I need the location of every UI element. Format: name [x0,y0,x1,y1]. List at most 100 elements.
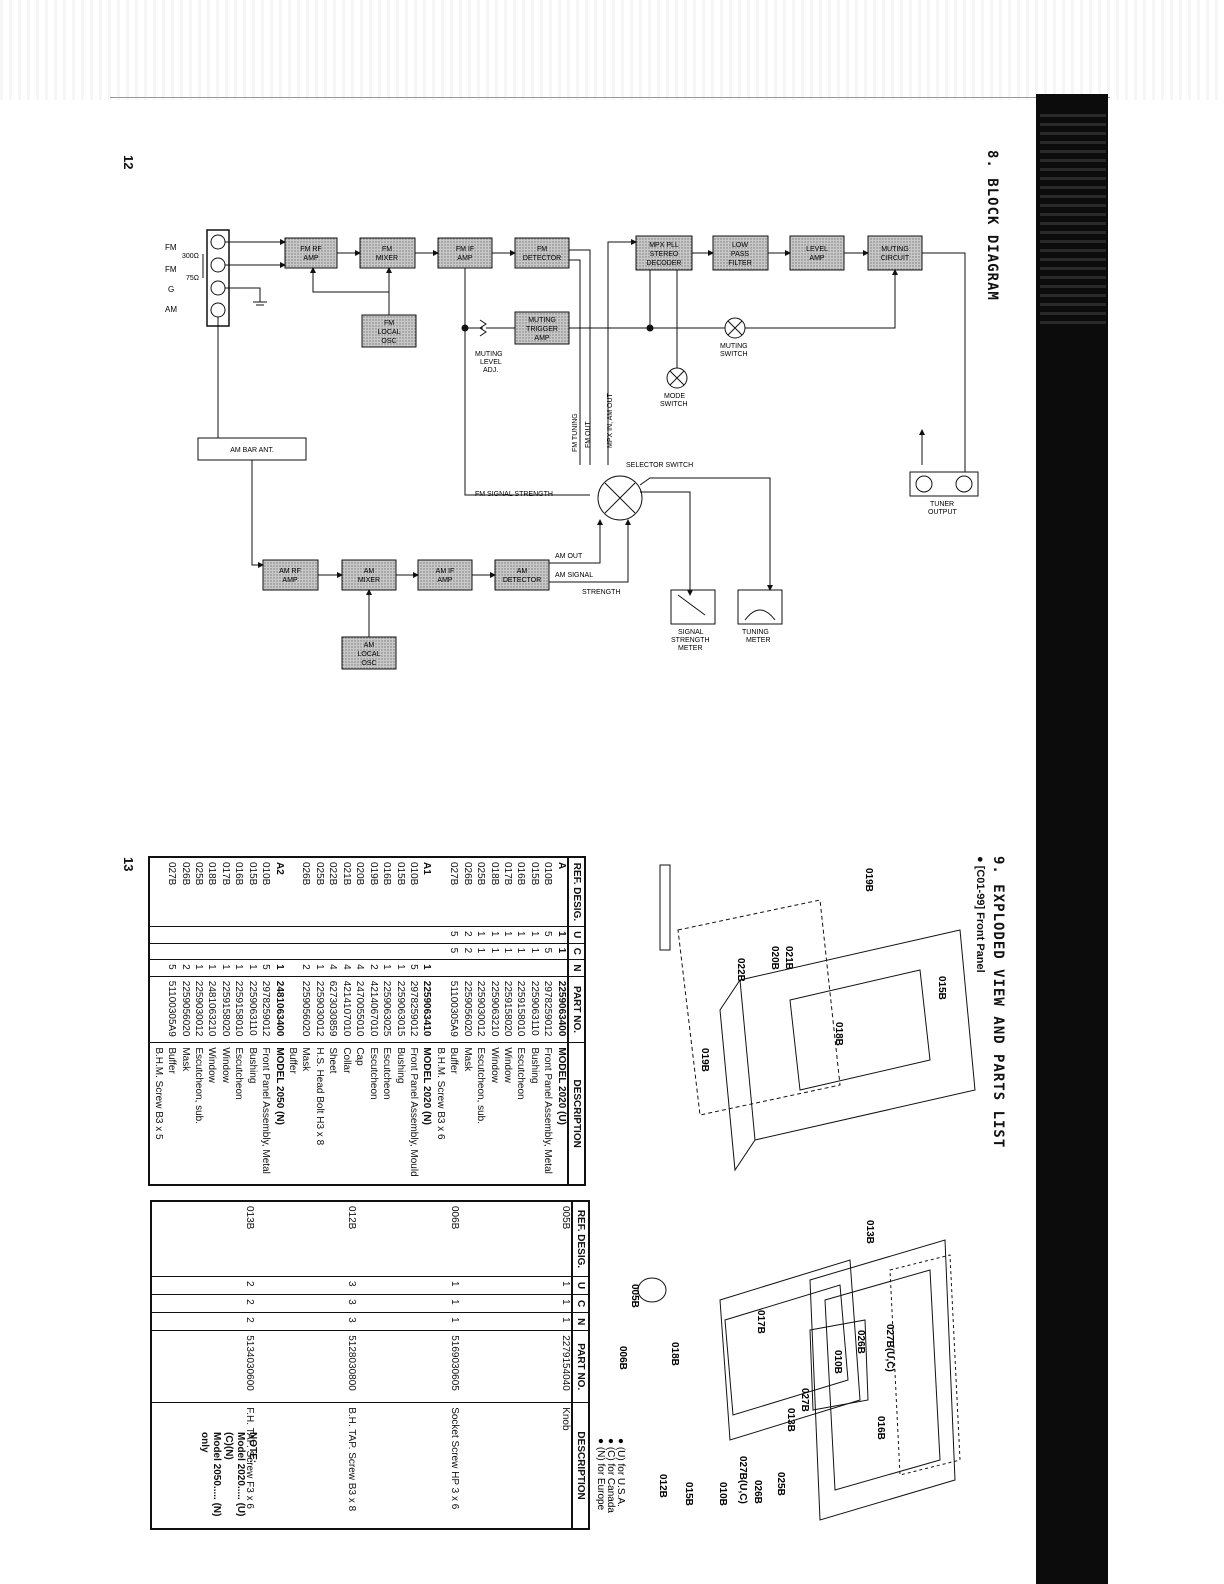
cell-c: 1 [357,1294,460,1313]
svg-text:LOW: LOW [732,242,748,249]
cell-c: 1 [513,943,527,960]
cell-desc: Mask [179,1047,191,1072]
label-tuning-meter-1: TUNING [742,629,769,636]
cell-part: 2259158010 [230,976,245,1043]
svg-text:LEVEL: LEVEL [806,246,828,253]
cell-ref: 026B [298,858,312,927]
cell-u [338,926,352,944]
label-am-signal: AM SIGNAL [555,572,593,579]
cell-c: 1 [460,1294,572,1313]
col-u: U [572,1276,588,1295]
callout-027b: 027B [799,1388,810,1412]
cell-u [163,926,178,944]
svg-text:DECODER: DECODER [646,260,681,267]
svg-text:FILTER: FILTER [728,260,752,267]
svg-text:DETECTOR: DETECTOR [523,255,561,262]
cell-c [244,943,258,960]
svg-text:AM: AM [517,568,528,575]
cell-c [311,943,325,960]
table-row: B.H.M. Screw B3 x 5 [150,858,164,1184]
callout-010b-2: 010B [717,1482,728,1506]
cell-ref: 026B [459,858,473,927]
cell-c: 5 [539,943,554,960]
cell-desc: Mask [461,1047,473,1072]
brand-side-bar [1036,94,1108,1584]
cell-desc: Collar [340,1047,352,1074]
cell-c [271,943,285,960]
col-n: N [568,959,584,977]
cell-ref: 026B [177,858,191,927]
cell-desc: H.S. Head Bolt H3 x 8 [313,1047,325,1146]
cell-ref: 016B [378,858,393,927]
cell-n: 2 [298,959,312,977]
svg-text:MPX PLL: MPX PLL [649,242,679,249]
svg-text:AM IF: AM IF [436,568,455,575]
cell-u: 5 [539,926,554,944]
svg-text:AMP: AMP [534,335,550,342]
cell-part: 2259063110 [244,976,258,1043]
callout-026b: 026B [855,1330,866,1354]
cell-n [459,959,473,977]
cell-desc: Buffer [448,1047,460,1074]
cell-u [392,926,406,944]
cell-u [257,926,272,944]
cell-desc: Mask [300,1047,312,1072]
region-note-europe: ● (N) for Europe [595,1438,606,1511]
cell-part: 2259056020 [298,976,312,1043]
cell-desc: B.H.M. Screw B3 x 5 [152,1047,164,1140]
cell-desc: Bushing [246,1047,258,1084]
cell-u [190,926,204,944]
block-diagram-heading: 8. BLOCK DIAGRAM [984,150,1000,301]
cell-part: 2978259012 [257,976,272,1043]
brand-logo-mark [1040,110,1106,330]
cell-ref: A1 [418,858,433,927]
svg-text:MIXER: MIXER [376,255,398,262]
cell-n: 1 [418,959,433,977]
cell-part: 2259030012 [190,976,204,1043]
cell-ref: 015B [244,858,258,927]
svg-text:MIXER: MIXER [358,577,380,584]
cell-c [338,943,352,960]
cell-ref: 020B [351,858,366,927]
cell-desc: Cap [354,1047,366,1066]
cell-part: 2259056020 [177,976,191,1043]
label-muting-level-2: LEVEL [480,359,502,366]
label-fm-signal-strength: FM SIGNAL STRENGTH [475,491,553,498]
cell-part: 2481063210 [203,976,218,1043]
cell-u [203,926,218,944]
cell-part: 5134030600 [152,1330,255,1403]
cell-u [177,926,191,944]
parts-list-table-2: REF. DESIG. U C N PART NO. DESCRIPTION 0… [150,1200,590,1530]
cell-desc: Bushing [528,1047,540,1084]
svg-text:AMP: AMP [282,577,298,584]
cell-ref [150,858,164,927]
cell-u [284,926,299,944]
exploded-view-heading: 9. EXPLODED VIEW AND PARTS LIST [990,856,1006,1149]
svg-text:FM IF: FM IF [456,246,474,253]
cell-u [405,926,419,944]
label-muting-switch-2: SWITCH [720,351,748,358]
cell-c [392,943,406,960]
cell-u [324,926,339,944]
cell-c [177,943,191,960]
cell-u [365,926,379,944]
cell-n: 2 [365,959,379,977]
svg-text:PASS: PASS [731,251,749,258]
cell-c: 2 [152,1294,255,1313]
cell-desc: Escutcheon, sub. [192,1047,204,1125]
cell-u [351,926,366,944]
cell-desc: Buffer [166,1047,178,1074]
cell-ref: 022B [324,858,339,927]
fm-detector-block [514,237,570,269]
cell-desc: Bushing [394,1047,406,1084]
